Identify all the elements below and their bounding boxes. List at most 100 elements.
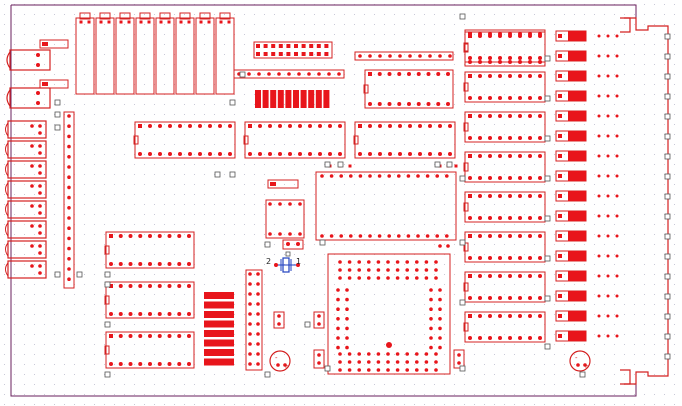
grid-dot [424,64,425,65]
grid-dot [124,154,125,155]
grid-dot [644,24,645,25]
grid-dot [164,74,165,75]
pad [248,282,252,286]
grid-dot [584,224,585,225]
grid-dot [664,144,665,145]
grid-dot [554,124,555,125]
grid-dot [54,274,55,275]
grid-dot [444,14,445,15]
grid-dot [314,264,315,265]
pad-square [468,194,472,198]
grid-dot [534,24,535,25]
grid-dot [624,344,625,345]
grid-dot [44,334,45,335]
pad [377,72,382,76]
grid-dot [474,144,475,145]
grid-dot [374,304,375,305]
grid-dot [544,374,545,375]
grid-dot [344,354,345,355]
grid-dot [284,154,285,155]
grid-dot [274,244,275,245]
grid-dot [564,204,565,205]
pad [488,256,492,260]
pad [615,74,619,78]
grid-dot [674,74,675,75]
grid-dot [414,354,415,355]
pad-square [227,322,231,326]
grid-dot [424,34,425,35]
grid-dot [364,54,365,55]
grid-dot [64,304,65,305]
grid-dot [84,44,85,45]
relay-body [175,17,195,95]
grid-dot [554,304,555,305]
grid-dot [234,334,235,335]
grid-dot [254,374,255,375]
grid-dot [274,374,275,375]
grid-dot [284,124,285,125]
grid-dot [564,374,565,375]
grid-dot [484,214,485,215]
pad [397,174,401,178]
pad [177,312,182,316]
grid-dot [514,74,515,75]
grid-dot [604,24,605,25]
grid-dot [324,174,325,175]
grid-dot [334,184,335,185]
pad [256,282,260,286]
grid-dot [534,374,535,375]
grid-dot [654,344,655,345]
grid-dot [64,74,65,75]
grid-dot [154,234,155,235]
pad [488,32,492,36]
grid-dot [414,34,415,35]
grid-dot [654,174,655,175]
grid-dot [154,174,155,175]
pad [434,276,438,280]
grid-dot [4,4,5,5]
pad [478,194,482,198]
grid-dot [154,204,155,205]
grid-dot [164,404,165,405]
grid-dot [424,174,425,175]
grid-dot [94,264,95,265]
grid-dot [54,354,55,355]
grid-dot [344,44,345,45]
grid-dot [154,124,155,125]
grid-dot [564,24,565,25]
grid-dot [474,24,475,25]
pad [286,242,290,246]
grid-dot [444,34,445,35]
pad [508,216,512,220]
grid-dot [354,114,355,115]
grid-dot [344,314,345,315]
pad [376,352,381,356]
grid-dot [524,374,525,375]
cap-right-minus: - [575,354,578,362]
grid-dot [174,104,175,105]
grid-dot [154,154,155,155]
grid-dot [454,184,455,185]
grid-dot [484,144,485,145]
pad [606,274,610,278]
grid-dot [294,194,295,195]
grid-dot [294,204,295,205]
pad [188,124,192,128]
grid-dot [394,294,395,295]
grid-dot [114,324,115,325]
grid-dot [584,244,585,245]
grid-dot [354,104,355,105]
grid-dot [134,294,135,295]
grid-dot [624,84,625,85]
grid-dot [304,154,305,155]
grid-dot [44,314,45,315]
edge-pin [664,253,671,260]
grid-dot [444,214,445,215]
grid-dot [634,254,635,255]
pad [597,154,601,158]
pad-square [301,44,306,48]
grid-dot [174,354,175,355]
pad [445,234,449,238]
grid-dot [324,264,325,265]
grid-dot [594,284,595,285]
